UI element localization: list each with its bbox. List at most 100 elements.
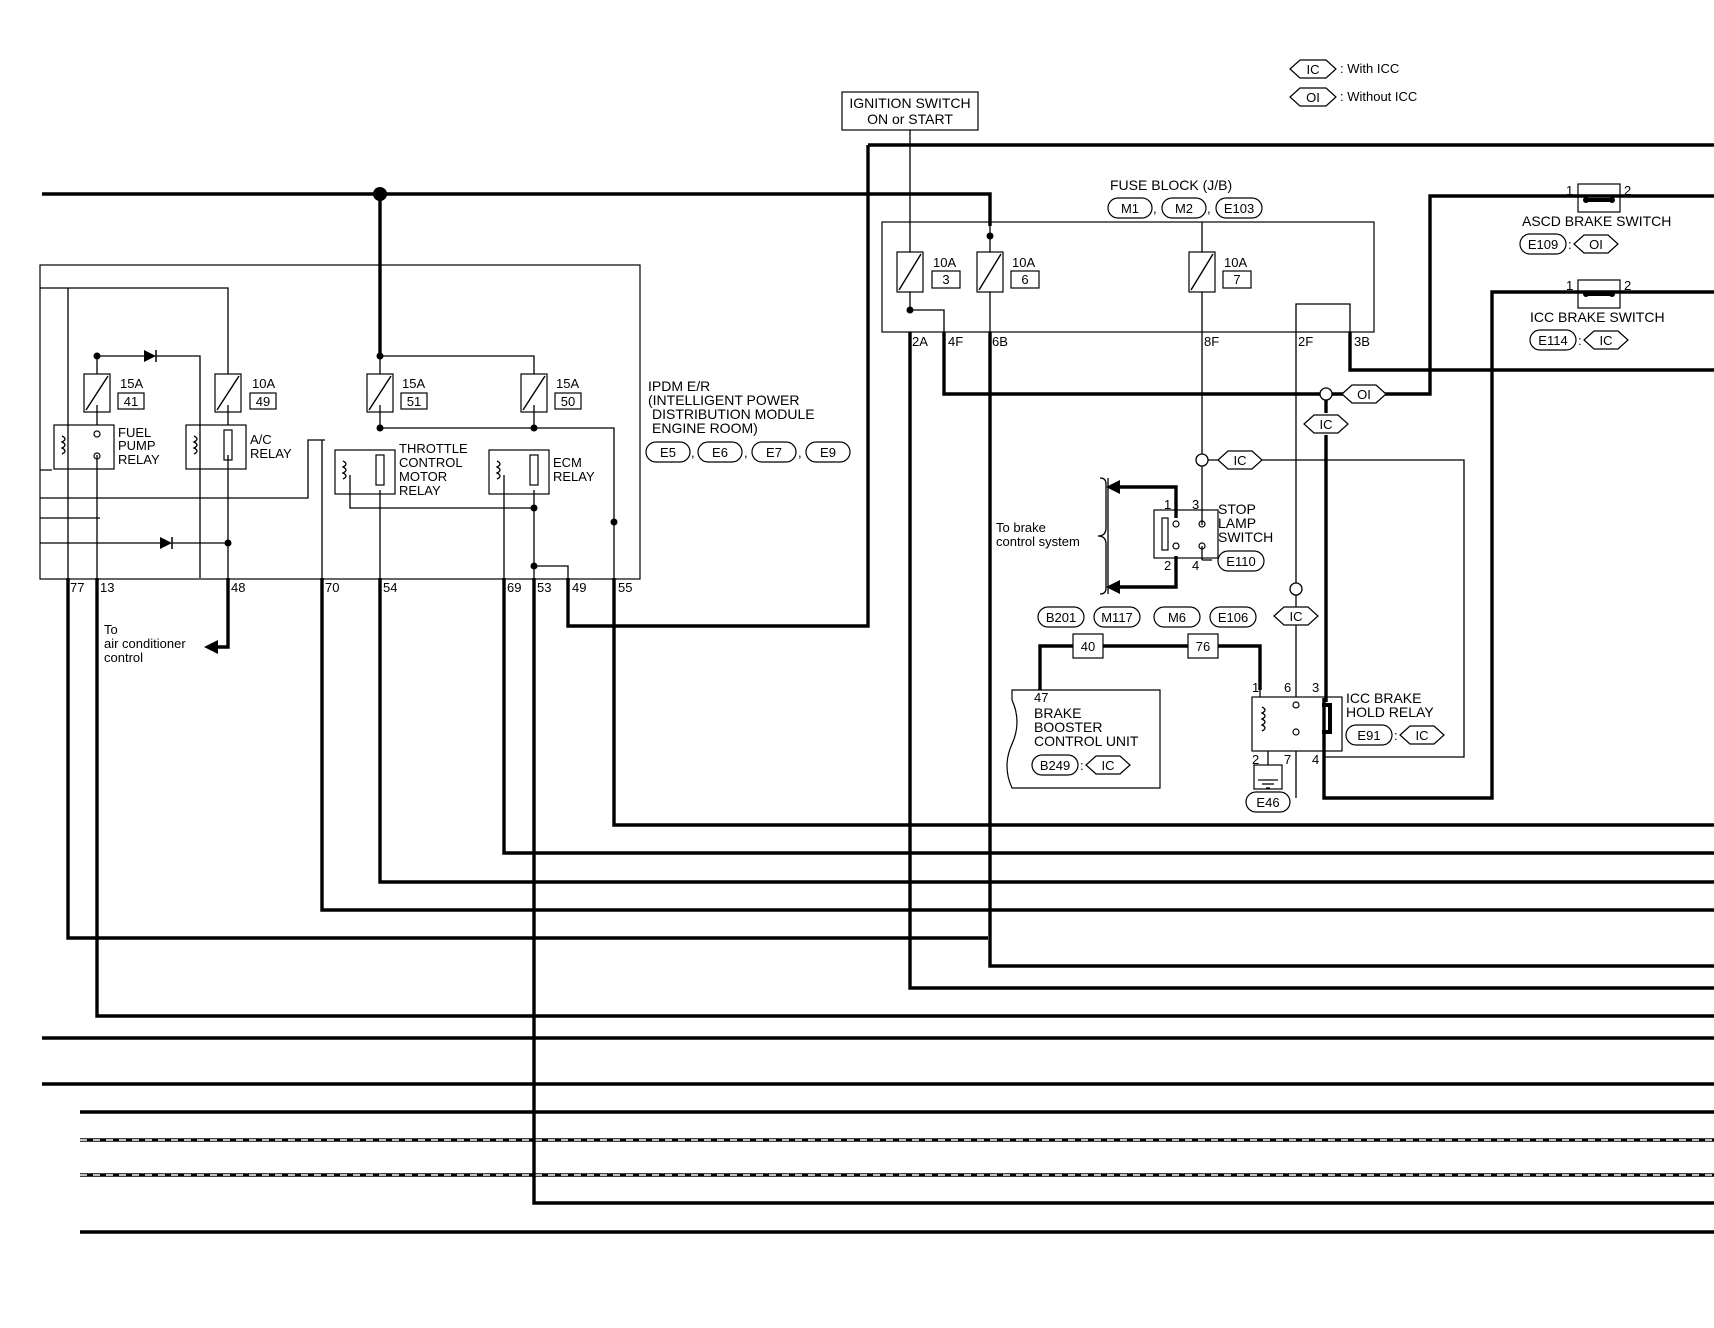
ipdm-conn-e6: E6 [712,445,728,460]
svg-text:,: , [798,445,802,460]
hold-pin7: 7 [1284,752,1291,767]
ac-relay-line1: A/C [250,432,272,447]
tag-ic-2: IC [1234,453,1247,468]
ac-relay: A/C RELAY [185,424,292,470]
icc-code: IC [1600,333,1613,348]
fuse-pin-6b: 6B [992,334,1008,349]
fuse-49-amp: 10A [252,376,275,391]
booster-pin-47: 47 [1034,690,1048,705]
ipdm-line2: (INTELLIGENT POWER [648,392,799,408]
hold-pin6: 6 [1284,680,1291,695]
legend: IC : With ICC OI : Without ICC [1289,59,1417,107]
fuse-50-no: 50 [561,394,575,409]
ipdm-pin-69: 69 [507,580,521,595]
hold-pin1: 1 [1252,680,1259,695]
booster-conn: B249 [1040,758,1070,773]
ascd-code: OI [1589,237,1603,252]
ascd-brake-switch: 1 2 ASCD BRAKE SWITCH E109 : OI [1519,183,1671,255]
stop-pin3: 3 [1192,497,1199,512]
fuel-pump-line1: FUEL [118,425,151,440]
ecm-line2: RELAY [553,469,595,484]
ipdm-conn-e9: E9 [820,445,836,460]
ipdm-fuse-51: 15A 51 [366,373,428,413]
ac-relay-line2: RELAY [250,446,292,461]
hold-line1: ICC BRAKE [1346,690,1421,706]
legend-ic-code: IC [1307,62,1320,77]
fuse-pin-2f: 2F [1298,334,1313,349]
ipdm-fuse-50: 15A 50 [520,373,582,413]
fuse-6-no: 6 [1021,272,1028,287]
icc-title: ICC BRAKE SWITCH [1530,309,1665,325]
ipdm-pin-55: 55 [618,580,632,595]
svg-text::: : [1578,333,1582,348]
fuse-block: FUSE BLOCK (J/B) M1 , M2 , E103 10A 3 10… [881,130,1375,349]
icc-brake-hold-relay: 1 6 3 2 7 4 ICC BRAKE HOLD RELAY E91 : I… [1245,680,1445,813]
joint-m6: M6 [1168,610,1186,625]
fuel-pump-relay: FUEL PUMP RELAY [53,424,160,470]
svg-text::: : [1568,237,1572,252]
ipdm-module: IPDM E/R (INTELLIGENT POWER DISTRIBUTION… [39,264,851,595]
stop-conn: E110 [1226,554,1255,569]
fuse-pin-2a: 2A [912,334,928,349]
svg-text:,: , [1153,201,1157,216]
ipdm-conn-e7: E7 [766,445,782,460]
fuse-3: 10A 3 [896,251,961,293]
stop-pin2: 2 [1164,558,1171,573]
ignition-line1: IGNITION SWITCH [849,95,970,111]
stop-pin1: 1 [1164,497,1171,512]
fuse-7-amp: 10A [1224,255,1247,270]
fuse-3-amp: 10A [933,255,956,270]
throttle-line4: RELAY [399,483,441,498]
hold-conn: E91 [1357,728,1380,743]
icc-pin2: 2 [1624,278,1631,293]
svg-text::: : [1080,758,1084,773]
ipdm-pin-53: 53 [537,580,551,595]
joint-b201: B201 [1046,610,1076,625]
stop-line2: LAMP [1218,515,1256,531]
fuse-49-no: 49 [256,394,270,409]
ipdm-pin-70: 70 [325,580,339,595]
fuse-6-amp: 10A [1012,255,1035,270]
hold-pin3: 3 [1312,680,1319,695]
tag-oi-1: OI [1357,387,1371,402]
main-harness [42,143,1714,1234]
ipdm-pin-48: 48 [231,580,245,595]
hold-pin4: 4 [1312,752,1319,767]
fuse-6: 10A 6 [976,251,1040,293]
fuse-41-no: 41 [124,394,138,409]
brake-note-line2: control system [996,534,1080,549]
throttle-line1: THROTTLE [399,441,468,456]
fuse-7: 10A 7 [1188,251,1252,293]
ac-control-note: To air conditioner control [104,578,230,665]
ipdm-line3: DISTRIBUTION MODULE [652,406,815,422]
ipdm-pin-54: 54 [383,580,397,595]
stop-lamp-switch: 1 3 2 4 STOP LAMP SWITCH E110 To brake c… [996,477,1273,595]
svg-text:,: , [744,445,748,460]
fuel-pump-line3: RELAY [118,452,160,467]
throttle-line2: CONTROL [399,455,463,470]
ipdm-pin-13: 13 [100,580,114,595]
fuse-pin-3b: 3B [1354,334,1370,349]
hold-code: IC [1416,728,1429,743]
ascd-pin2: 2 [1624,183,1631,198]
fuse-pin-4f: 4F [948,334,963,349]
ascd-pin1: 1 [1566,183,1573,198]
ac-note-line2: air conditioner [104,636,186,651]
ipdm-fuse-41: 15A 41 [83,373,145,413]
fuel-pump-line2: PUMP [118,438,156,453]
hold-line2: HOLD RELAY [1346,704,1434,720]
icc-brake-switch: 1 2 ICC BRAKE SWITCH E114 : IC [1529,278,1665,351]
booster-line1: BRAKE [1034,705,1081,721]
stop-line3: SWITCH [1218,529,1273,545]
ipdm-line4: ENGINE ROOM) [652,420,758,436]
ac-note-line1: To [104,622,118,637]
fuse-block-wiring [908,194,1714,990]
fuse-block-conn-e103: E103 [1224,201,1254,216]
ecm-relay: ECM RELAY [488,449,595,495]
fuse-block-title: FUSE BLOCK (J/B) [1110,177,1232,193]
icc-conn: E114 [1538,333,1567,348]
fuse-block-conn-m1: M1 [1121,201,1139,216]
stop-line1: STOP [1218,501,1256,517]
brake-booster-control-unit: 47 BRAKE BOOSTER CONTROL UNIT B249 : IC [1006,689,1161,789]
